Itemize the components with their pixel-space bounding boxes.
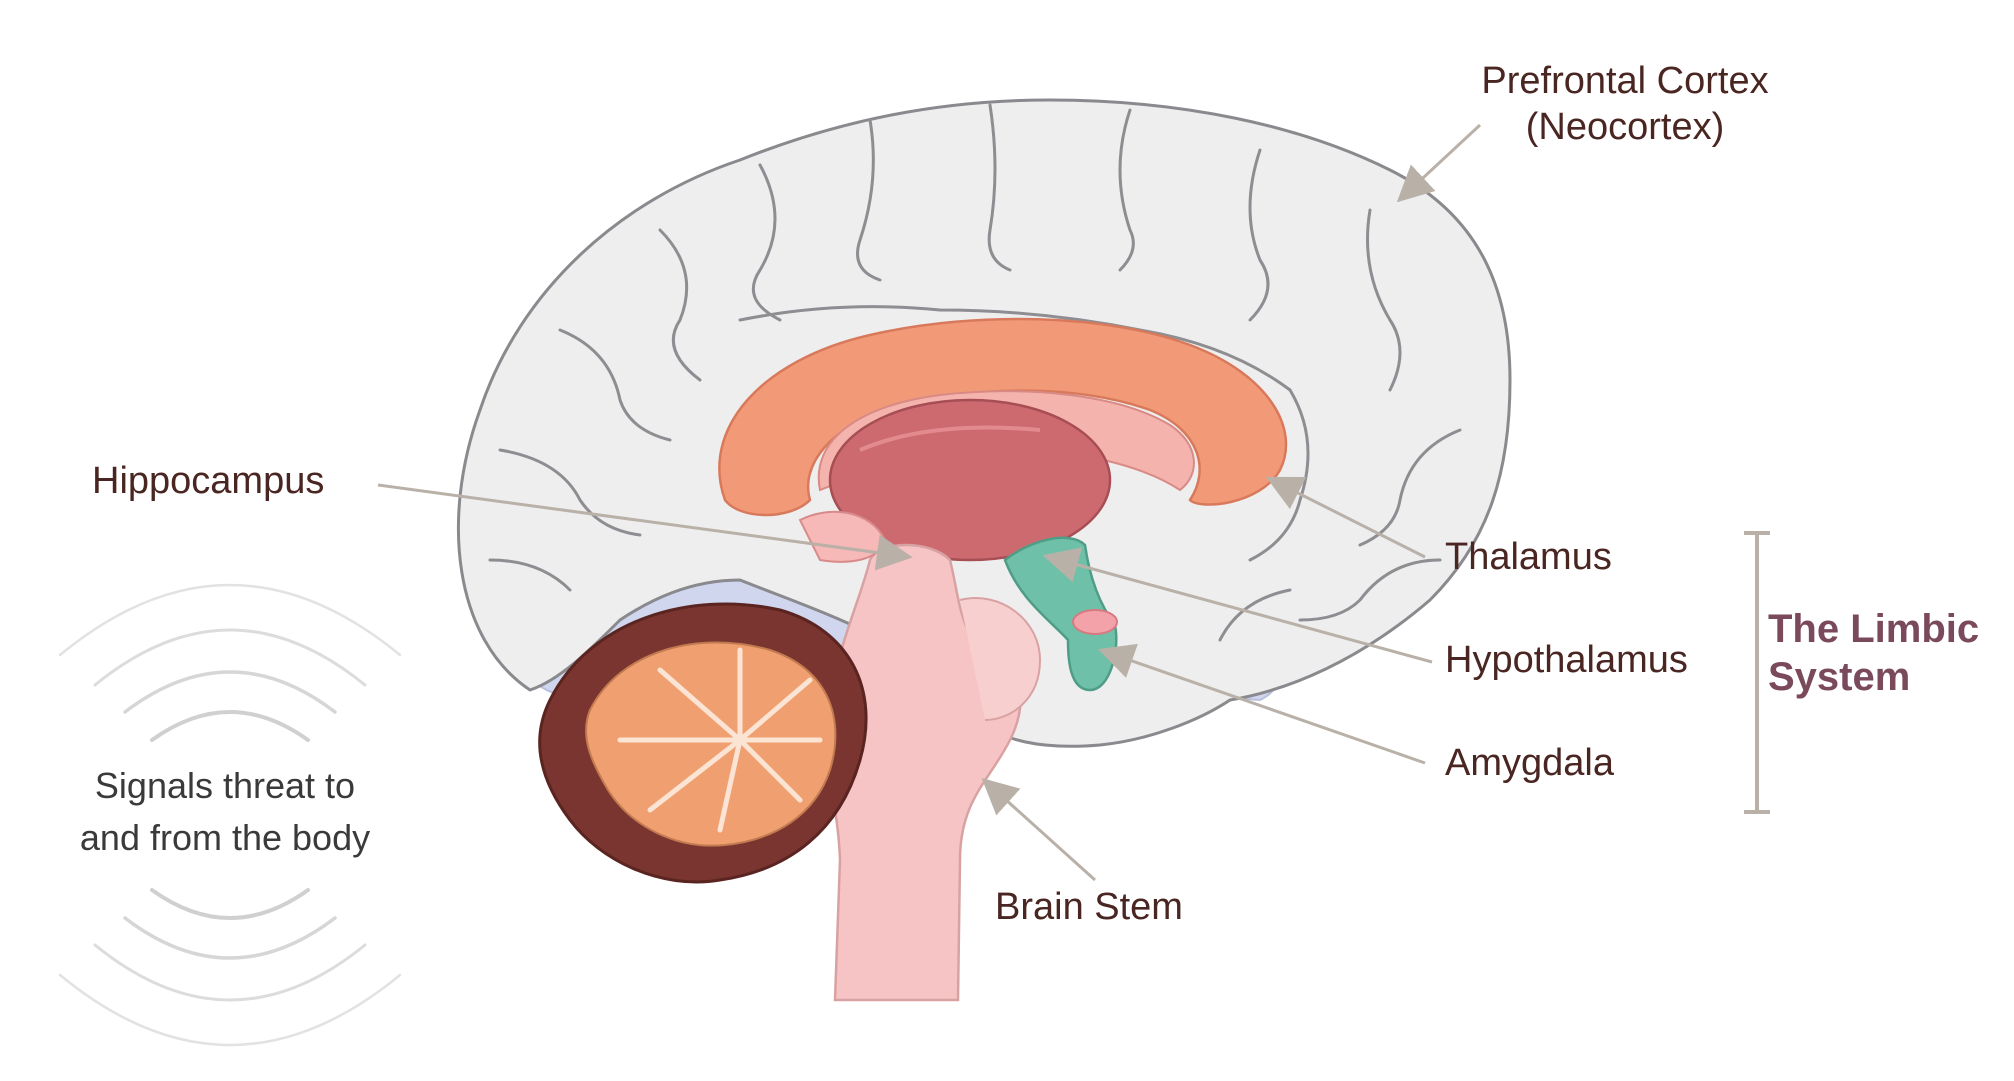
label-thalamus: Thalamus (1445, 536, 1612, 578)
leader-thalamus (1265, 476, 1426, 559)
thalamus-shape (828, 398, 1112, 562)
label-brain-stem: Brain Stem (995, 886, 1183, 928)
signal-wave-bottom-3 (93, 943, 367, 1002)
leader-brain-stem (981, 777, 1097, 882)
signal-wave-bottom-4 (58, 973, 402, 1047)
leader-prefrontal (1396, 123, 1482, 203)
signals-caption-line1: Signals threat to (94, 765, 356, 806)
amygdala-shape (1072, 609, 1118, 635)
arbor-vitae (617, 647, 823, 833)
label-hypothalamus: Hypothalamus (1445, 639, 1688, 681)
label-prefrontal-cortex-line2: (Neocortex) (1525, 106, 1725, 149)
label-limbic-system: The Limbic System (1768, 605, 1979, 701)
label-prefrontal-cortex-line1: Prefrontal Cortex (1481, 60, 1769, 102)
leader-amygdala (1098, 643, 1426, 765)
pons-bulge (959, 597, 1042, 721)
thalamus-highlight (859, 425, 1041, 452)
cerebellum (538, 602, 868, 884)
label-amygdala: Amygdala (1445, 742, 1614, 784)
signal-waves-icon (58, 583, 402, 1047)
cerebellum-inner (585, 641, 837, 847)
signal-wave-bottom-1 (150, 888, 310, 920)
signal-wave-top-2 (93, 628, 367, 687)
signals-caption: Signals threat to and from the body (40, 760, 410, 864)
leader-hippocampus (377, 483, 913, 571)
label-limbic-system-line1: The Limbic (1768, 607, 1980, 651)
signal-wave-top-3 (123, 670, 337, 714)
limbic-bracket (1744, 531, 1770, 814)
signal-wave-top-4 (150, 710, 310, 742)
leader-hypothalamus (1042, 547, 1433, 664)
leader-lines (377, 123, 1482, 882)
label-limbic-system-line2: System (1768, 655, 1911, 699)
label-hippocampus: Hippocampus (92, 460, 325, 502)
signal-wave-top-1 (58, 583, 402, 657)
signal-wave-bottom-2 (123, 916, 337, 960)
signals-caption-line2: and from the body (79, 817, 371, 859)
cortex-folds (488, 103, 1462, 642)
label-prefrontal-cortex: Prefrontal Cortex (Neocortex) (1460, 58, 1790, 151)
